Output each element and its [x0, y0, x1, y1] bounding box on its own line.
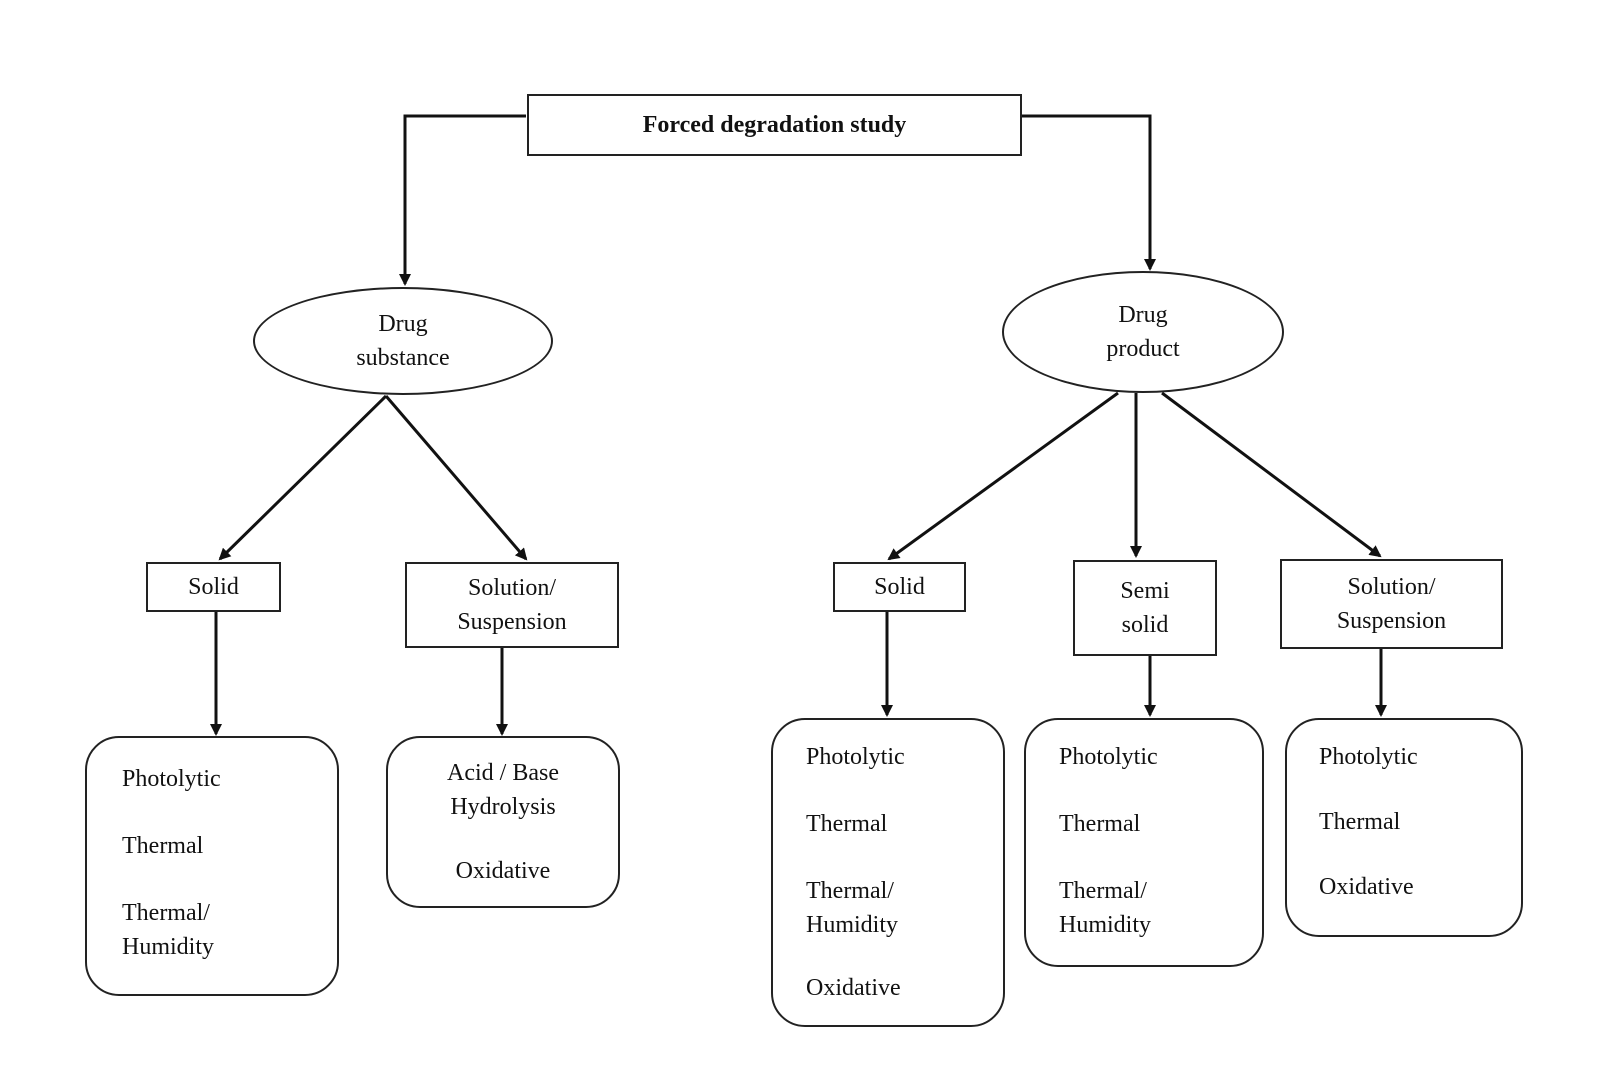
- test-item-photolytic: Photolytic: [806, 744, 905, 770]
- test-item-thermal: Thermal: [1059, 811, 1141, 837]
- product-solid-tests-box: Photolytic Thermal Thermal/ Humidity Oxi…: [771, 718, 1005, 1027]
- product-semi-solid-label: Semi solid: [1120, 578, 1170, 638]
- product-solid-label: Solid: [874, 574, 925, 600]
- arrow-product-to-solution: [1161, 391, 1382, 558]
- test-item-thermal: Thermal: [806, 811, 888, 837]
- substance-solid-label: Solid: [188, 574, 239, 600]
- drug-product-label: Drug product: [1106, 302, 1180, 362]
- arrow-substance-to-solid: [218, 394, 388, 561]
- substance-solution-label: Solution/ Suspension: [457, 575, 567, 635]
- test-item-oxidative: Oxidative: [455, 858, 551, 884]
- product-semi-solid-tests-box: Photolytic Thermal Thermal/ Humidity: [1024, 718, 1264, 967]
- root-node: Forced degradation study: [527, 94, 1022, 156]
- arrow-product-to-solid: [887, 391, 1119, 561]
- test-item-oxidative: Oxidative: [1319, 874, 1414, 900]
- product-solid-node: Solid: [833, 562, 966, 612]
- test-item-photolytic: Photolytic: [122, 766, 221, 792]
- arrow-root-to-drug-substance: [399, 114, 526, 286]
- drug-substance-label: Drug substance: [356, 311, 450, 371]
- drug-product-node: Drug product: [1002, 271, 1284, 393]
- arrow-root-to-drug-product: [1022, 114, 1156, 271]
- substance-solution-node: Solution/ Suspension: [405, 562, 619, 648]
- test-item-oxidative: Oxidative: [806, 975, 901, 1001]
- drug-substance-node: Drug substance: [253, 287, 553, 395]
- root-label: Forced degradation study: [642, 112, 907, 138]
- arrow-substance-to-solution: [384, 395, 528, 561]
- substance-solution-tests-box: Acid / Base Hydrolysis Oxidative: [386, 736, 620, 908]
- product-semi-solid-node: Semi solid: [1073, 560, 1217, 656]
- test-item-photolytic: Photolytic: [1059, 744, 1158, 770]
- test-item-thermal-humidity: Thermal/ Humidity: [1059, 878, 1152, 938]
- product-solution-tests-box: Photolytic Thermal Oxidative: [1285, 718, 1523, 937]
- product-solution-node: Solution/ Suspension: [1280, 559, 1503, 649]
- test-item-thermal-humidity: Thermal/ Humidity: [806, 878, 899, 938]
- substance-solid-tests-box: Photolytic Thermal Thermal/ Humidity: [85, 736, 339, 996]
- test-item-photolytic: Photolytic: [1319, 744, 1418, 770]
- test-item-thermal: Thermal: [1319, 809, 1401, 835]
- substance-solid-node: Solid: [146, 562, 281, 612]
- product-solution-label: Solution/ Suspension: [1336, 574, 1447, 634]
- test-item-thermal-humidity: Thermal/ Humidity: [122, 900, 215, 960]
- test-item-acid-base-hydrolysis: Acid / Base Hydrolysis: [447, 760, 559, 820]
- test-item-thermal: Thermal: [122, 833, 204, 859]
